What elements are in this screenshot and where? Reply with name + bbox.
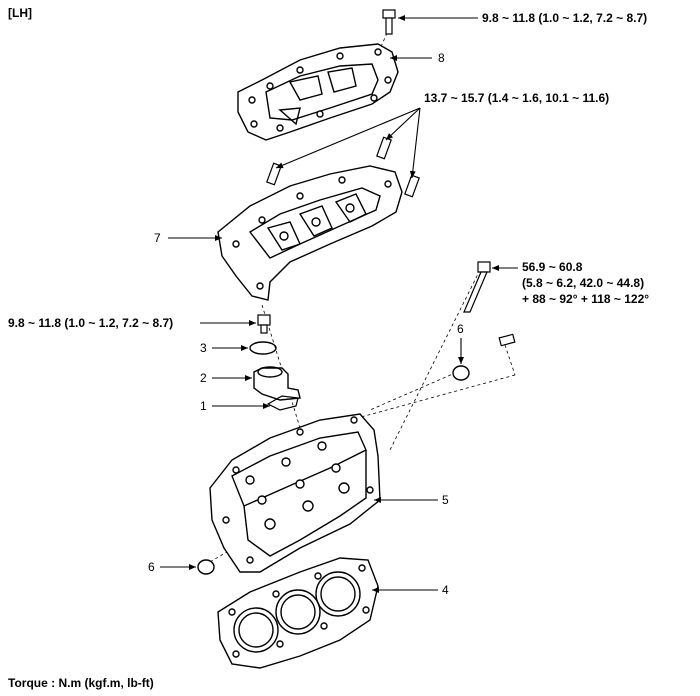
outlet-bolt-icon: [257, 314, 271, 334]
callout-7: 7: [154, 231, 161, 245]
part-4-head-gasket: [217, 557, 379, 669]
torque-unit-note: Torque : N.m (kgf.m, lb-ft): [8, 676, 154, 690]
callout-1: 1: [200, 399, 207, 413]
small-bolt-icon: [498, 333, 516, 347]
torque-outlet-bolt: 9.8 ~ 11.8 (1.0 ~ 1.2, 7.2 ~ 8.7): [8, 316, 174, 330]
torque-head-bolt-line2: (5.8 ~ 6.2, 42.0 ~ 44.8): [522, 276, 645, 290]
part-6-plug-upper: [452, 365, 470, 381]
torque-camshaft-housing-bolt: 13.7 ~ 15.7 (1.4 ~ 1.6, 10.1 ~ 11.6): [424, 91, 610, 105]
part-5-cylinder-head: [209, 413, 381, 573]
torque-head-bolt-line3: + 88 ~ 92° + 118 ~ 122°: [522, 292, 650, 306]
callout-4: 4: [442, 583, 449, 597]
callout-6-lower: 6: [148, 560, 155, 574]
callout-2: 2: [200, 371, 207, 385]
cover-bolt-icon: [382, 9, 396, 35]
cam-housing-bolt-icons: [266, 136, 420, 198]
leader-lines: [160, 15, 518, 593]
callout-8: 8: [438, 51, 445, 65]
torque-valve-cover-bolt: 9.8 ~ 11.8 (1.0 ~ 1.2, 7.2 ~ 8.7): [482, 11, 648, 25]
callout-6-upper: 6: [457, 322, 464, 336]
part-1-gasket: [266, 395, 299, 411]
torque-head-bolt-line1: 56.9 ~ 60.8: [522, 260, 583, 274]
part-2-outlet-fitting: [253, 366, 301, 401]
part-3-o-ring: [249, 341, 277, 355]
part-8-valve-cover: [237, 43, 399, 141]
callout-3: 3: [200, 341, 207, 355]
part-7-camshaft-housing: [217, 165, 403, 301]
callout-5: 5: [442, 493, 449, 507]
head-bolt-icon: [463, 261, 491, 313]
part-6-plug-lower: [197, 559, 215, 575]
side-label: [LH]: [8, 6, 32, 20]
